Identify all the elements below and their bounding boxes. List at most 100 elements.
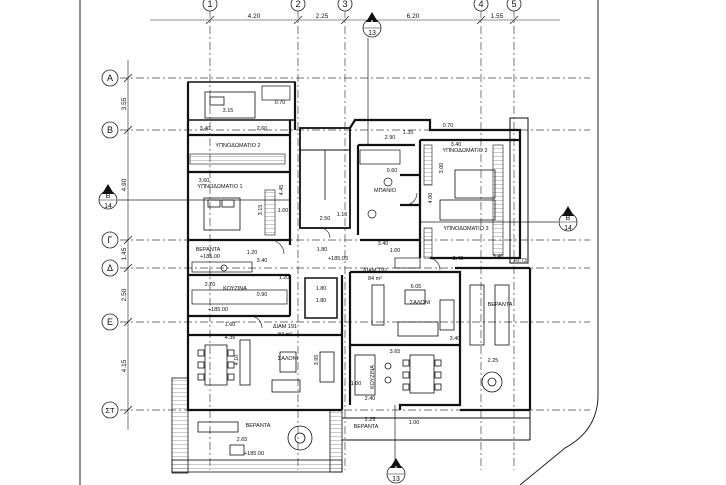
level-2: +185.03 <box>328 256 348 262</box>
dim-100a: 1.00 <box>278 208 289 214</box>
left-dimension-line: 3.55 4.90 1.45 2.50 4.15 <box>121 60 133 430</box>
dim-100b: 1.00 <box>390 248 401 254</box>
label-veranda-bottom-left: ΒΕΡΑΝΤΑ <box>246 423 271 429</box>
top-dim-4: 1.55 <box>491 13 504 20</box>
column-bubbles: 1 2 3 4 5 <box>202 0 522 12</box>
row-bubbles: Α Β Γ Δ Ε ΣΤ <box>101 69 119 419</box>
left-dim-1: 3.55 <box>121 97 128 110</box>
dim-340e: 3.40 <box>450 336 461 342</box>
label-bedroom3-right: ΥΠΝΟΔΩΜΑΤΙΟ 3 <box>443 226 488 232</box>
veranda-hatch-left <box>171 377 189 474</box>
section-a-top-number: 13 <box>368 30 376 37</box>
dim-340a: 3.40 <box>200 126 211 132</box>
left-dim-3: 1.45 <box>121 247 128 260</box>
dim-180: 1.80 <box>317 247 328 253</box>
grid-row-b: Β <box>107 125 113 135</box>
dim-360: 3.60 <box>199 178 210 184</box>
grid-col-5: 5 <box>511 0 516 9</box>
dim-340d: 3.40 <box>493 254 504 260</box>
beds <box>203 91 496 231</box>
section-b-right-letter: B <box>566 215 571 222</box>
level-5: +0.73 <box>513 258 527 264</box>
dim-135: 1.35 <box>403 130 414 136</box>
sofa-left <box>239 339 335 393</box>
section-b-left-number: 14 <box>104 203 112 210</box>
grid-row-st: ΣΤ <box>105 406 115 415</box>
left-dim-4: 2.50 <box>121 288 128 301</box>
label-bathroom: ΜΠΑΝΙΟ <box>374 188 397 194</box>
dim-290: 2.90 <box>385 135 396 141</box>
level-4: +185.00 <box>244 451 264 457</box>
section-marker-a-top: A 13 <box>362 12 382 145</box>
section-marker-b-left: B 14 <box>98 184 290 210</box>
dim-120b: 1.20 <box>247 250 258 256</box>
label-veranda-bottom-mid: ΒΕΡΑΝΤΑ <box>354 424 379 430</box>
level-marks: +185.00 +185.03 +185.00 +185.00 +0.73 <box>200 254 527 457</box>
bathroom-fixtures <box>261 85 421 269</box>
dining-left <box>197 344 235 386</box>
dim-060: 0.60 <box>387 168 398 174</box>
dim-110: 1.10 <box>337 212 348 218</box>
dim-340c: 3.40 <box>378 241 389 247</box>
dim-240: 2.40 <box>365 396 376 402</box>
veranda-furniture <box>197 284 510 456</box>
section-marker-b-right: B 14 <box>420 206 578 232</box>
dim-395: 3.95 <box>314 355 320 366</box>
room-labels: ΥΠΝΟΔΩΜΑΤΙΟ 2 ΥΠΝΟΔΩΜΑΤΙΟ 1 ΥΠΝΟΔΩΜΑΤΙΟ … <box>196 143 513 430</box>
label-bedroom1-left: ΥΠΝΟΔΩΜΑΤΙΟ 1 <box>197 184 242 190</box>
veranda-hatch-bottom <box>171 459 343 473</box>
left-dim-5: 4.15 <box>121 359 128 372</box>
veranda-hatch-right <box>329 409 343 473</box>
section-a-top-letter: A <box>370 20 375 27</box>
left-dim-2: 4.90 <box>121 178 128 191</box>
grid-row-e: Ε <box>107 317 113 327</box>
label-bedroom2-right: ΥΠΝΟΔΩΜΑΤΙΟ 2 <box>442 148 487 154</box>
grid-col-2: 2 <box>295 0 300 9</box>
level-1: +185.00 <box>200 254 220 260</box>
top-dim-1: 4.20 <box>248 13 261 20</box>
section-a-bottom-letter: A <box>394 466 399 473</box>
dim-225b: 2.25 <box>488 358 499 364</box>
dim-070b: 0.70 <box>443 123 454 129</box>
dim-180c: 1.80 <box>316 298 327 304</box>
dim-365: 3.65 <box>390 349 401 355</box>
grid-col-4: 4 <box>478 0 483 9</box>
sofa-right <box>371 284 455 337</box>
door-swings <box>249 192 441 329</box>
apt-191-name: ΔΙΑΜ 191 <box>273 324 297 330</box>
dim-090: 0.90 <box>257 292 268 298</box>
section-b-left-letter: B <box>106 193 111 200</box>
dim-250: 2.50 <box>320 216 331 222</box>
label-kitchen-right: ΚΟΥΖΙΝΑ <box>370 365 376 389</box>
dim-445: 4.45 <box>279 185 285 196</box>
dim-120: 1.20 <box>279 275 290 281</box>
apt-192-area: 84 m² <box>368 276 382 282</box>
dim-410: 4.10 <box>234 355 240 366</box>
apartment-labels: ΔΙΑΜ 192 84 m² ΔΙΑΜ 191 84 m² <box>273 268 387 338</box>
dim-270: 2.70 <box>205 282 216 288</box>
dim-340b: 3.40 <box>451 142 462 148</box>
dim-315a: 3.15 <box>223 108 234 114</box>
grid-row-d: Δ <box>107 263 113 273</box>
section-b-right-number: 14 <box>564 225 572 232</box>
dim-300: 3.00 <box>439 163 445 174</box>
label-bedroom2-left: ΥΠΝΟΔΩΜΑΤΙΟ 2 <box>215 143 260 149</box>
dining-right <box>354 354 442 396</box>
section-marker-a-bottom: A 13 <box>386 405 406 484</box>
grid-col-3: 3 <box>342 0 347 9</box>
grid-row-g: Γ <box>108 235 113 245</box>
top-dim-3: 6.20 <box>407 13 420 20</box>
dim-605: 6.05 <box>411 284 422 290</box>
dim-100c: 1.00 <box>351 381 362 387</box>
grid-col-1: 1 <box>207 0 212 9</box>
dim-340f: 3.40 <box>453 256 464 262</box>
label-veranda-left: ΒΕΡΑΝΤΑ <box>196 247 221 253</box>
dim-265: 2.65 <box>237 437 248 443</box>
dim-160: 1.60 <box>225 322 236 328</box>
dim-100d: 1.00 <box>409 420 420 426</box>
label-veranda-right: ΒΕΡΑΝΤΑ <box>488 302 513 308</box>
label-kitchen-left: ΚΟΥΖΙΝΑ <box>223 286 247 292</box>
dim-315b: 3.15 <box>258 205 264 216</box>
